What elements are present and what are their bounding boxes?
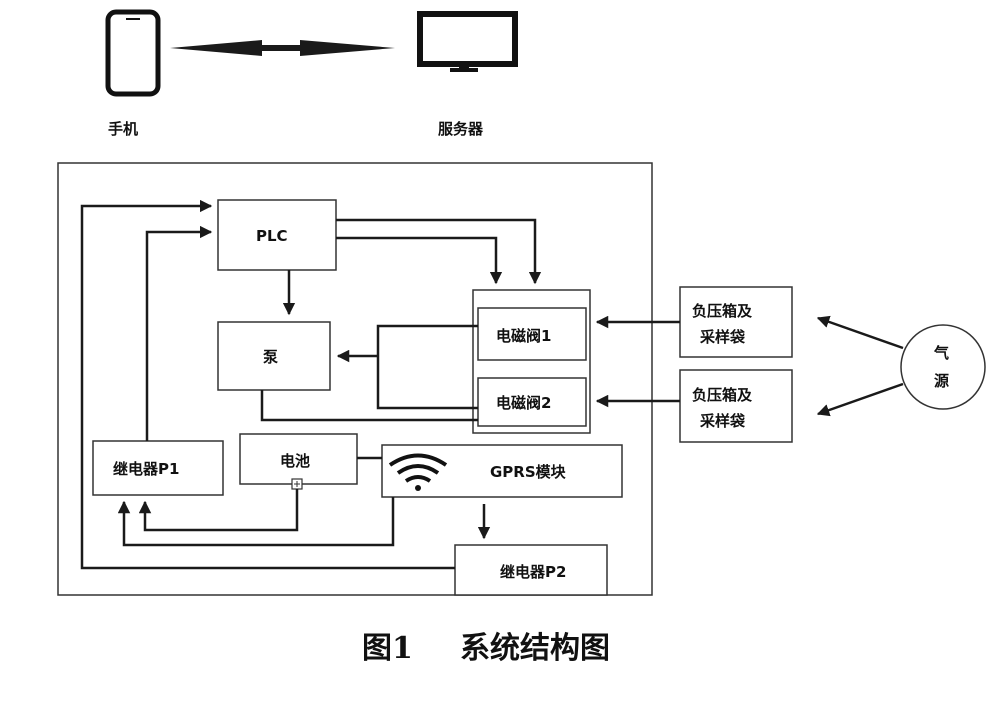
monitor-icon <box>417 11 518 72</box>
gas-source-line2: 源 <box>934 372 949 390</box>
relay-p1-label: 继电器P1 <box>113 460 179 478</box>
battery-box <box>239 433 358 485</box>
figure-title: 系统结构图 <box>460 631 610 666</box>
gas-source-line1: 气 <box>933 344 949 362</box>
figure-number: 图1 <box>362 631 413 666</box>
plc-label: PLC <box>256 227 288 245</box>
gprs-label: GPRS模块 <box>490 463 567 481</box>
phone-label: 手机 <box>108 120 138 138</box>
phone-server-link <box>170 40 395 56</box>
sampling-box-2-line1: 负压箱及 <box>692 386 753 404</box>
connections <box>80 199 904 570</box>
valve2-box <box>477 377 587 427</box>
gas-source <box>900 324 986 410</box>
valve1-label: 电磁阀1 <box>496 327 551 345</box>
plc-box <box>217 199 337 271</box>
sampling-box-1 <box>679 286 793 358</box>
wifi-icon <box>388 453 448 491</box>
relay-p2-label: 继电器P2 <box>500 563 566 581</box>
relay-p2-box <box>454 544 608 596</box>
valve2-label: 电磁阀2 <box>496 394 551 412</box>
server-label: 服务器 <box>438 120 484 138</box>
system-frame <box>57 162 653 596</box>
pump-box <box>217 321 331 391</box>
battery-label: 电池 <box>280 452 310 470</box>
sampling-box-2 <box>679 369 793 443</box>
relay-p1-box <box>92 440 224 496</box>
sampling-box-2-line2: 采样袋 <box>699 412 746 430</box>
pump-label: 泵 <box>263 348 278 366</box>
valve1-box <box>477 307 587 361</box>
phone-icon <box>105 9 161 97</box>
sampling-box-1-line1: 负压箱及 <box>692 302 753 320</box>
sampling-box-1-line2: 采样袋 <box>699 328 746 346</box>
